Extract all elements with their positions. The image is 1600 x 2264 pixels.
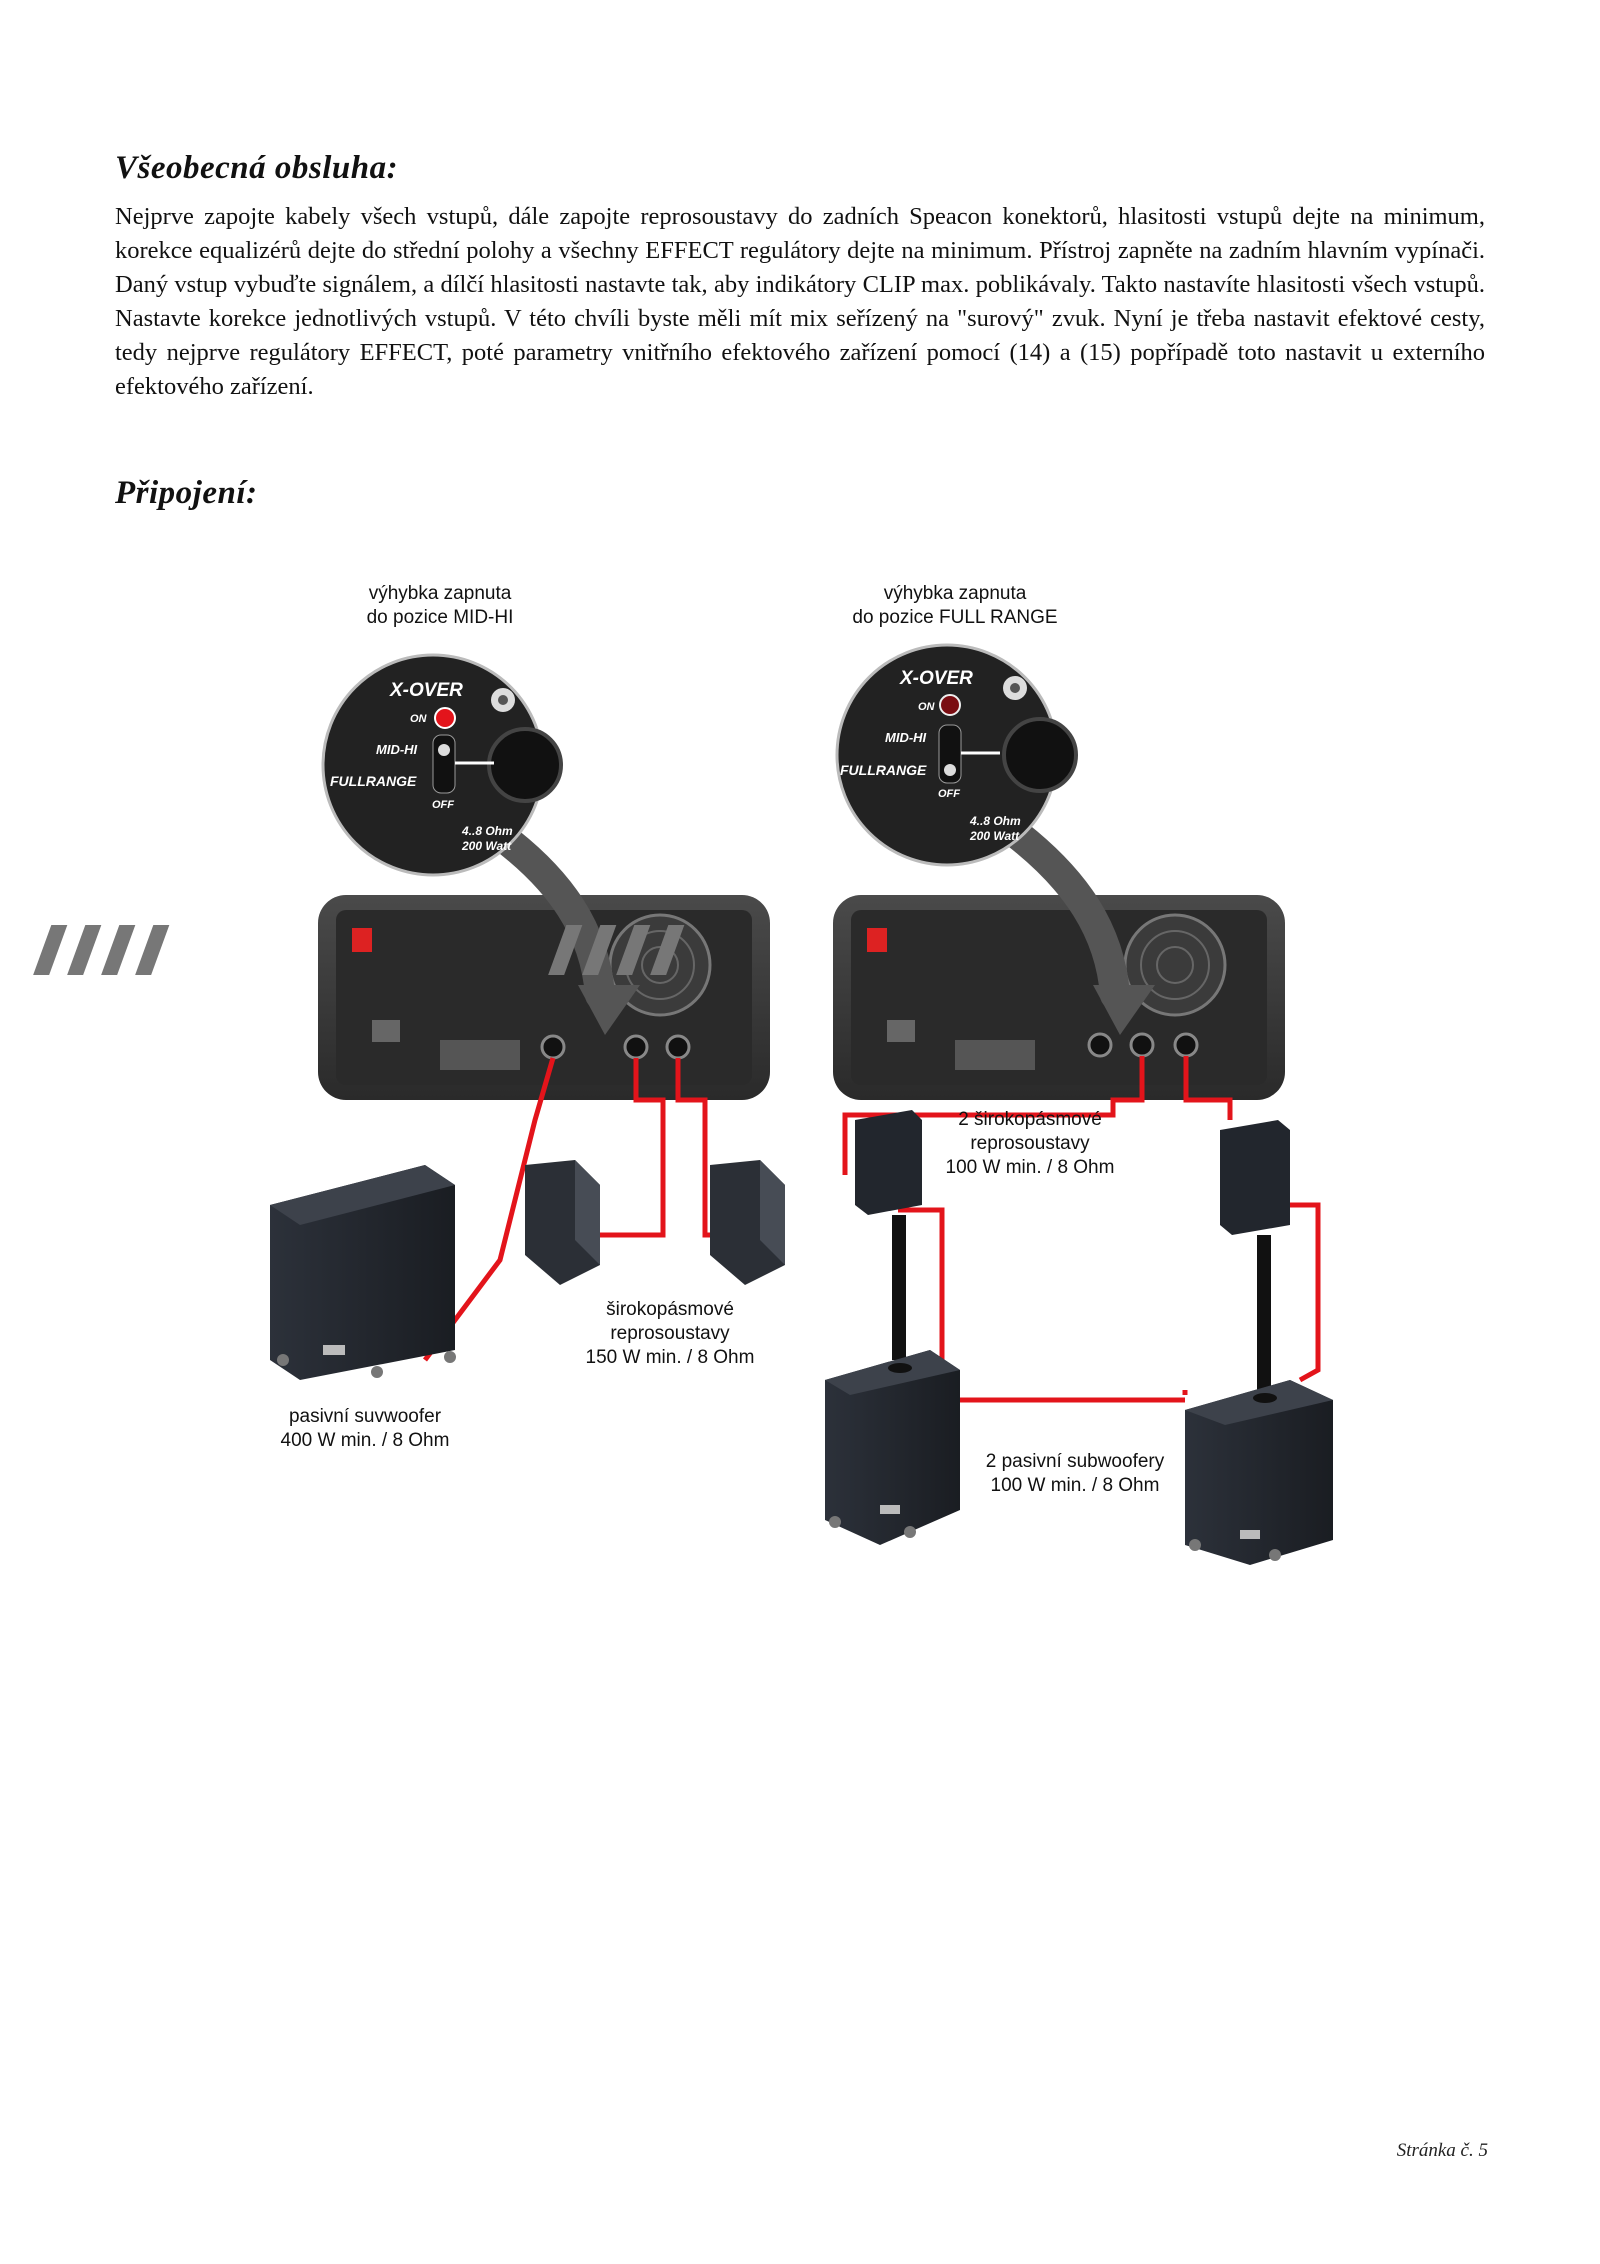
section-heading-general: Všeobecná obsluha: [115, 150, 399, 186]
right-midhi-label: MID-HI [885, 730, 927, 745]
section-heading-connection: Připojení: [115, 475, 258, 511]
left-midhi-label: MID-HI [376, 742, 418, 757]
left-xover-label: X-OVER [389, 680, 463, 701]
right-subwoofer-a [825, 1350, 960, 1545]
right-subwoofer-b [1185, 1380, 1333, 1565]
left-off-label: OFF [432, 799, 454, 811]
on-led-icon [939, 694, 961, 716]
on-led-icon [434, 707, 456, 729]
right-cables [842, 1056, 1321, 1403]
right-xover-zoom: X-OVER ON MID-HI FULLRANGE OFF 4..8 Ohm … [835, 643, 1155, 1035]
left-speaker-b [710, 1160, 785, 1285]
right-speaker-b [1220, 1120, 1290, 1395]
left-speaker-a [525, 1160, 600, 1285]
intro-paragraph: Nejprve zapojte kabely všech vstupů, dál… [115, 203, 1485, 400]
right-setup: X-OVER ON MID-HI FULLRANGE OFF 4..8 Ohm … [548, 643, 1333, 1565]
left-on-label: ON [410, 713, 428, 725]
left-setup: X-OVER ON MID-HI FULLRANGE OFF 4..8 Ohm … [33, 653, 785, 1380]
right-ohm-label: 4..8 Ohm [969, 814, 1021, 828]
left-subwoofer [270, 1165, 456, 1380]
right-speaker-a [855, 1110, 922, 1360]
right-off-label: OFF [938, 788, 960, 800]
right-xover-label: X-OVER [899, 668, 973, 689]
right-amplifier [548, 895, 1285, 1100]
right-fullrange-label: FULLRANGE [840, 762, 927, 778]
right-on-label: ON [918, 701, 936, 713]
left-xover-zoom: X-OVER ON MID-HI FULLRANGE OFF 4..8 Ohm … [321, 653, 640, 1035]
left-amplifier [33, 895, 770, 1100]
right-watt-label: 200 Watt [969, 829, 1020, 843]
left-ohm-label: 4..8 Ohm [461, 824, 513, 838]
left-watt-label: 200 Watt [461, 839, 512, 853]
page-number: Stránka č. 5 [1396, 2140, 1488, 2161]
left-fullrange-label: FULLRANGE [330, 773, 417, 789]
